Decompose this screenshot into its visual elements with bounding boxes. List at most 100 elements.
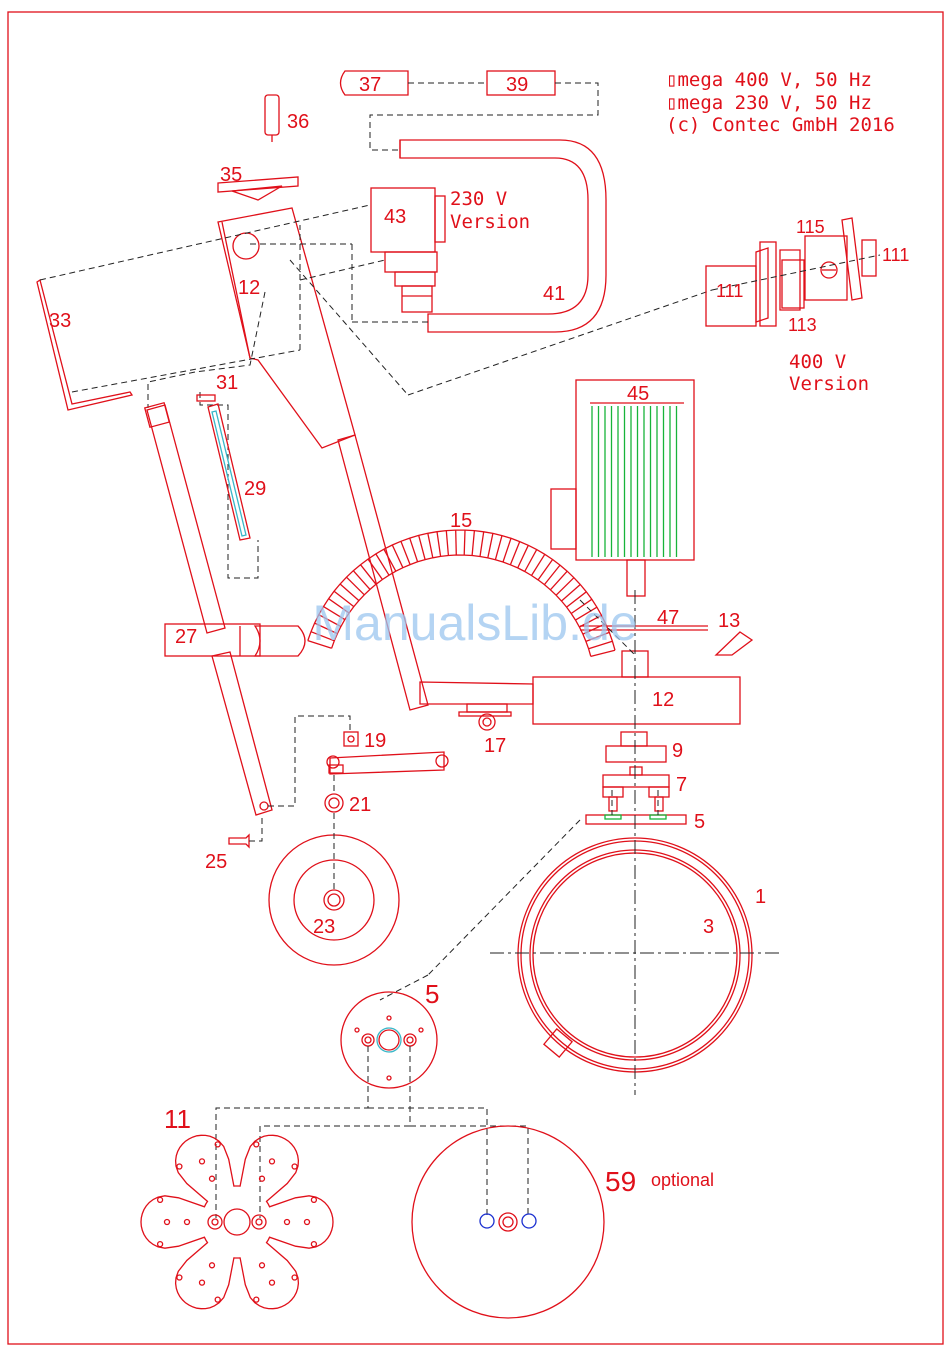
bellows-rib: [456, 530, 457, 555]
flower-hole: [252, 1215, 266, 1229]
label-25: 25: [205, 851, 227, 873]
label-11: 11: [164, 1104, 191, 1134]
flower-small-hole: [210, 1176, 215, 1181]
label-3: 3: [703, 916, 714, 938]
part-43-motor: [371, 188, 445, 312]
part-5-disc: [341, 992, 437, 1088]
part-113-flange: [782, 260, 804, 308]
label-47: 47: [657, 607, 679, 629]
version-400-line2: Version: [789, 373, 869, 395]
bellows-rib: [525, 550, 537, 572]
part-7-spindles: [603, 767, 669, 811]
bellows-rib: [488, 533, 493, 558]
label-111a: 111: [716, 281, 743, 301]
flower-small-hole: [200, 1159, 205, 1164]
flower-small-hole: [158, 1197, 163, 1202]
part-21-ring: [325, 794, 343, 812]
part-45-motor: [551, 380, 694, 596]
version-230-line1: 230 V: [450, 188, 507, 210]
flower-small-hole: [311, 1197, 316, 1202]
label-111b: 111: [882, 245, 909, 265]
label-13: 13: [718, 610, 740, 632]
bellows-rib: [428, 533, 433, 558]
bellows-rib: [495, 536, 502, 560]
flower-center-hole: [224, 1209, 250, 1235]
part-36-pin: [265, 95, 279, 142]
header-line3: (c) Contec GmbH 2016: [666, 114, 895, 136]
part-41-handle: [400, 140, 606, 332]
label-35: 35: [220, 164, 242, 186]
flower-small-hole: [177, 1275, 182, 1280]
bellows-rib: [446, 531, 448, 556]
part-tube-lower: [212, 652, 272, 815]
label-9: 9: [672, 740, 683, 762]
flower-small-hole: [305, 1220, 310, 1225]
label-31: 31: [216, 372, 238, 394]
label-115: 115: [796, 217, 825, 237]
flower-small-hole: [270, 1159, 275, 1164]
bellows-rib: [410, 538, 418, 562]
flower-small-hole: [254, 1142, 259, 1147]
flower-small-hole: [285, 1220, 290, 1225]
part-59-disc: [412, 1126, 604, 1318]
flower-small-hole: [270, 1280, 275, 1285]
label-113: 113: [788, 315, 817, 335]
label-23: 23: [313, 916, 335, 938]
wiring-dashed-bottom: [216, 1046, 528, 1218]
flower-hole: [208, 1215, 222, 1229]
part-11-flower-plate: [141, 1135, 333, 1308]
flower-small-hole: [260, 1263, 265, 1268]
label-19: 19: [364, 730, 386, 752]
label-29: 29: [244, 478, 266, 500]
header-line2: ▯mega 230 V, 50 Hz: [666, 92, 872, 114]
label-45: 45: [627, 383, 649, 405]
flower-hole-inner: [212, 1219, 218, 1225]
version-230-line2: Version: [450, 211, 530, 233]
bellows-rib: [384, 549, 396, 571]
label-15: 15: [450, 510, 472, 532]
header-line1: ▯mega 400 V, 50 Hz: [666, 69, 872, 91]
part-13-lever: [716, 632, 752, 655]
version-400-line1: 400 V: [789, 351, 846, 373]
bellows-rib: [480, 532, 484, 557]
label-41: 41: [543, 283, 565, 305]
flower-small-hole: [215, 1297, 220, 1302]
flower-small-hole: [200, 1280, 205, 1285]
header-block: ▯mega 400 V, 50 Hz ▯mega 230 V, 50 Hz (c…: [666, 69, 895, 136]
part-tube-upper: [145, 403, 225, 633]
bellows-rib: [464, 530, 465, 555]
bellows-rib: [392, 545, 403, 568]
flower-small-hole: [292, 1164, 297, 1169]
label-5: 5: [694, 811, 705, 833]
center-lines: [490, 590, 782, 1095]
bellows-rib: [419, 535, 425, 559]
bellows-rib: [503, 538, 511, 562]
label-12a: 12: [238, 277, 260, 299]
label-12b: 12: [652, 689, 674, 711]
bellows-rib: [472, 531, 474, 556]
flower-hole-inner: [256, 1219, 262, 1225]
label-37: 37: [359, 74, 381, 96]
part-19-link: [327, 732, 448, 774]
flower-small-hole: [177, 1164, 182, 1169]
label-59: 59: [605, 1166, 636, 1197]
label-59-note: optional: [651, 1170, 714, 1190]
part-12-head: [420, 651, 740, 724]
label-36: 36: [287, 111, 309, 133]
label-17: 17: [484, 735, 506, 757]
flower-small-hole: [311, 1242, 316, 1247]
flower-small-hole: [210, 1263, 215, 1268]
label-21: 21: [349, 794, 371, 816]
flower-small-hole: [292, 1275, 297, 1280]
label-7: 7: [676, 774, 687, 796]
bellows-rib: [591, 650, 615, 656]
label-5b: 5: [425, 979, 439, 1009]
part-25-pin: [229, 835, 249, 847]
bellows-rib: [437, 532, 441, 557]
flower-small-hole: [165, 1220, 170, 1225]
flower-small-hole: [185, 1220, 190, 1225]
part-29-rod: [208, 404, 250, 540]
label-39: 39: [506, 74, 528, 96]
label-33: 33: [49, 310, 71, 332]
